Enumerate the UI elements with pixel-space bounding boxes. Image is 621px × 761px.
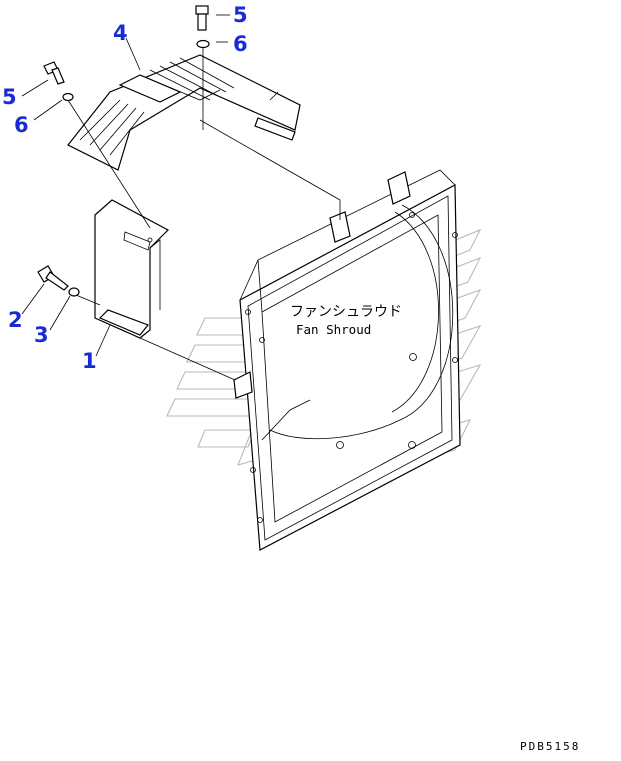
fan-shroud [233, 169, 461, 551]
callout-5-left: 5 [2, 85, 17, 109]
callout-5-top: 5 [233, 3, 248, 27]
hardware [37, 5, 210, 297]
callout-1: 1 [82, 349, 97, 373]
callout-6-left: 6 [14, 113, 29, 137]
callout-3: 3 [34, 323, 49, 347]
callout-4: 4 [113, 21, 128, 45]
part-1-lower-cover [94, 199, 169, 339]
leader-lines [21, 14, 341, 381]
part-name-japanese: ファンシュラウド [290, 304, 402, 320]
part-4-upper-cover [67, 54, 301, 171]
callouts: 1 2 3 4 5 6 5 6 [2, 3, 248, 373]
drawing-code: PDB5158 [520, 740, 580, 753]
part-name-english: Fan Shroud [296, 322, 371, 337]
callout-6-top: 6 [233, 32, 248, 56]
callout-2: 2 [8, 308, 23, 332]
